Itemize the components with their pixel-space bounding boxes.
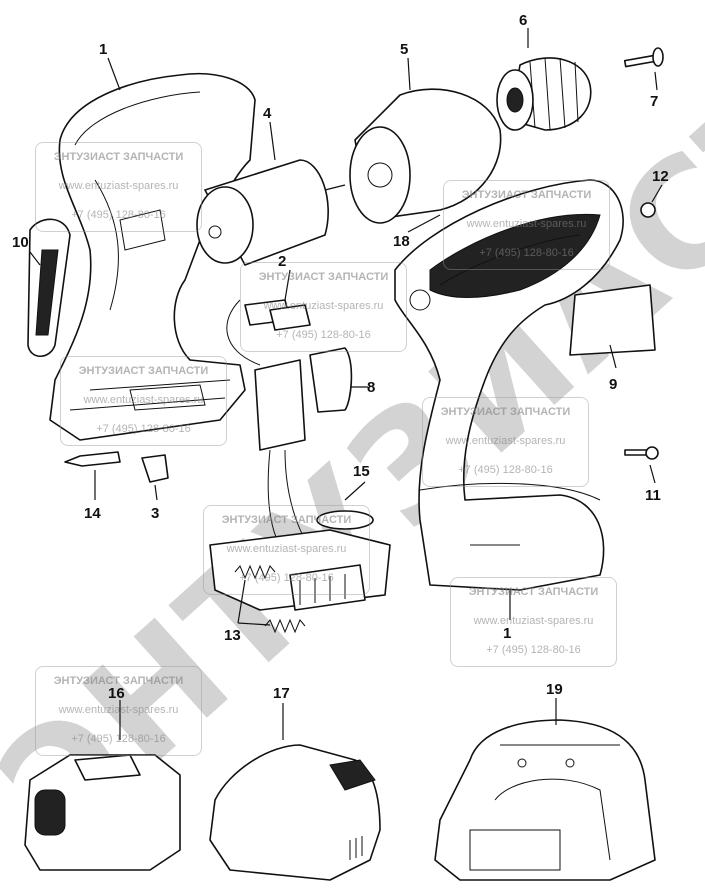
part-clip <box>141 454 169 483</box>
watermark-phone: +7 (495) 128-80-16 <box>71 733 166 745</box>
watermark-box: ЭНТУЗИАСТ ЗАПЧАСТИ www.entuziast-spares.r… <box>450 577 617 667</box>
label-part-6: 6 <box>519 12 527 29</box>
part-springs <box>234 564 306 634</box>
part-motor <box>196 159 346 266</box>
label-part-8: 8 <box>367 379 375 396</box>
watermark-website: www.entuziast-spares.ru <box>83 394 204 406</box>
watermark-phone: +7 (495) 128-80-16 <box>96 423 191 435</box>
watermark-phone: +7 (495) 128-80-16 <box>486 644 581 656</box>
label-part-4: 4 <box>263 105 272 122</box>
watermark-box: ЭНТУЗИАСТ ЗАПЧАСТИ www.entuziast-spares.r… <box>203 505 370 595</box>
watermark-phone: +7 (495) 128-80-16 <box>458 464 553 476</box>
label-part-12: 12 <box>652 168 669 185</box>
part-brush-holder <box>244 299 311 331</box>
watermark-website: www.entuziast-spares.ru <box>58 180 179 192</box>
watermark-company: ЭНТУЗИАСТ ЗАПЧАСТИ <box>461 189 592 201</box>
part-screw-12 <box>640 202 656 218</box>
watermark-phone: +7 (495) 128-80-16 <box>239 572 334 584</box>
label-part-11: 11 <box>645 487 661 504</box>
label-part-1: 1 <box>99 41 107 58</box>
label-part-7: 7 <box>650 93 658 110</box>
watermark-website: www.entuziast-spares.ru <box>473 615 594 627</box>
watermark-company: ЭНТУЗИАСТ ЗАПЧАСТИ <box>440 406 571 418</box>
watermark-phone: +7 (495) 128-80-16 <box>276 329 371 341</box>
leader-lines <box>29 28 663 740</box>
label-part-17: 17 <box>273 685 290 702</box>
label-part-13: 13 <box>224 627 241 644</box>
label-part-15: 15 <box>353 463 370 480</box>
label-part-9: 9 <box>609 376 617 393</box>
part-label-plate <box>569 284 656 356</box>
label-part-2: 2 <box>278 253 286 270</box>
part-bit <box>64 451 121 467</box>
watermark-phone: +7 (495) 128-80-16 <box>71 209 166 221</box>
watermark-website: www.entuziast-spares.ru <box>263 300 384 312</box>
label-part-10: 10 <box>12 234 29 251</box>
label-part-1-bottom: 1 <box>503 625 511 642</box>
watermark-company: ЭНТУЗИАСТ ЗАПЧАСТИ <box>468 586 599 598</box>
watermark-box: ЭНТУЗИАСТ ЗАПЧАСТИ www.entuziast-spares.r… <box>35 142 202 232</box>
watermark-box: ЭНТУЗИАСТ ЗАПЧАСТИ www.entuziast-spares.r… <box>240 262 407 352</box>
part-battery-cover <box>209 744 381 881</box>
label-part-14: 14 <box>84 505 101 522</box>
part-switch <box>226 299 353 561</box>
watermark-website: www.entuziast-spares.ru <box>445 435 566 447</box>
watermark-website: www.entuziast-spares.ru <box>226 543 347 555</box>
watermark-company: ЭНТУЗИАСТ ЗАПЧАСТИ <box>221 514 352 526</box>
watermark-box: ЭНТУЗИАСТ ЗАПЧАСТИ www.entuziast-spares.r… <box>422 397 589 487</box>
watermark-website: www.entuziast-spares.ru <box>466 218 587 230</box>
part-battery <box>24 754 181 871</box>
part-screw-7 <box>623 47 664 68</box>
label-part-18: 18 <box>393 233 410 250</box>
watermark-company: ЭНТУЗИАСТ ЗАПЧАСТИ <box>53 675 184 687</box>
label-part-5: 5 <box>400 41 408 58</box>
watermark-company: ЭНТУЗИАСТ ЗАПЧАСТИ <box>53 151 184 163</box>
label-part-16: 16 <box>108 685 125 702</box>
watermark-box: ЭНТУЗИАСТ ЗАПЧАСТИ www.entuziast-spares.r… <box>35 666 202 756</box>
part-side-grip <box>27 218 71 358</box>
label-part-3: 3 <box>151 505 159 522</box>
part-screw-11 <box>624 446 659 460</box>
part-housing-left <box>49 72 256 441</box>
part-terminal-block <box>209 510 391 611</box>
part-gearbox <box>349 88 502 224</box>
watermark-box: ЭНТУЗИАСТ ЗАПЧАСТИ www.entuziast-spares.r… <box>443 180 610 270</box>
watermark-box: ЭНТУЗИАСТ ЗАПЧАСТИ www.entuziast-spares.r… <box>60 356 227 446</box>
part-chuck <box>496 57 592 131</box>
watermark-phone: +7 (495) 128-80-16 <box>479 247 574 259</box>
part-charger <box>434 719 656 881</box>
watermark-company: ЭНТУЗИАСТ ЗАПЧАСТИ <box>258 271 389 283</box>
watermark-website: www.entuziast-spares.ru <box>58 704 179 716</box>
watermark-company: ЭНТУЗИАСТ ЗАПЧАСТИ <box>78 365 209 377</box>
part-housing-right <box>394 179 624 591</box>
label-part-19: 19 <box>546 681 563 698</box>
